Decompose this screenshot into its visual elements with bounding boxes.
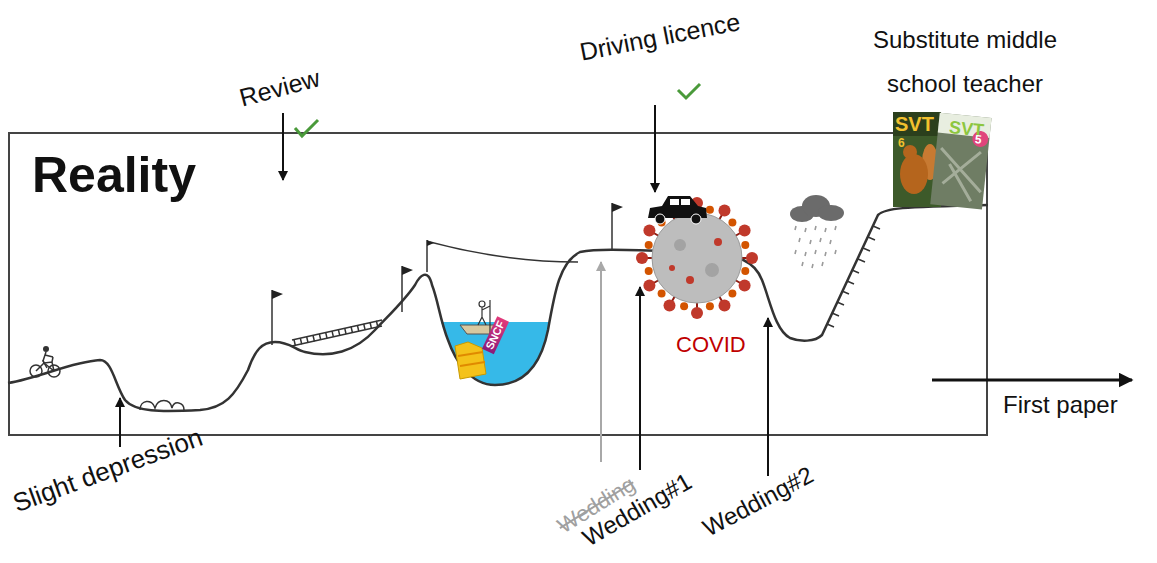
virus-texture xyxy=(669,265,675,271)
virus-tip xyxy=(658,289,666,297)
squirrel-head xyxy=(903,145,917,159)
virus-tips xyxy=(645,206,750,311)
virus-tip xyxy=(739,225,751,237)
virus-tip xyxy=(741,267,749,275)
virus-tips xyxy=(636,197,758,319)
virus-tip xyxy=(645,241,653,249)
bike-frame xyxy=(36,357,54,371)
virus-tip xyxy=(643,225,655,237)
annotation-label: Slight depression xyxy=(9,422,207,520)
car-body xyxy=(648,196,707,218)
virus-tip xyxy=(728,289,736,297)
bike-wheel xyxy=(30,365,42,377)
annotation-label: Driving licence xyxy=(577,6,742,66)
virus-tip xyxy=(691,197,703,209)
virus-tip xyxy=(680,206,688,214)
flag-pole xyxy=(272,203,612,345)
rider-body xyxy=(43,352,53,368)
rain xyxy=(795,226,836,268)
virus-tip xyxy=(746,252,758,264)
book-band xyxy=(893,112,941,136)
virus-tip xyxy=(664,204,676,216)
car-window xyxy=(670,199,679,205)
book-title: 5 xyxy=(974,132,982,147)
virus-tip xyxy=(680,302,688,310)
virus-tip xyxy=(643,280,655,292)
annotation-label: First paper xyxy=(1003,391,1118,420)
leader-arrow xyxy=(600,262,602,462)
virus-tip xyxy=(741,241,749,249)
virus-texture xyxy=(714,238,722,246)
bridge-hatch xyxy=(294,323,380,343)
virus-body xyxy=(652,213,742,303)
book-title: 6 xyxy=(898,136,905,150)
virus-texture xyxy=(705,263,719,277)
person-head xyxy=(479,301,485,307)
virus-texture xyxy=(674,239,686,251)
virus-tip xyxy=(728,219,736,227)
car-wheel xyxy=(655,214,665,224)
car-wheel xyxy=(691,214,701,224)
book-cover xyxy=(893,112,941,207)
virus-tip xyxy=(658,219,666,227)
virus-tip xyxy=(706,206,714,214)
terrain-line xyxy=(8,205,988,411)
person-body xyxy=(478,300,490,334)
bike-wheel xyxy=(48,365,60,377)
car-window xyxy=(681,199,690,205)
squirrel-body xyxy=(900,154,928,194)
jacket-stripe xyxy=(458,352,485,366)
virus-tip xyxy=(664,300,676,312)
annotation-label: Review xyxy=(236,62,323,112)
annotation-label: Wedding#2 xyxy=(698,460,818,542)
virus-tip xyxy=(719,204,731,216)
leader-arrow xyxy=(282,113,284,180)
leader-arrow xyxy=(119,398,121,447)
check-mark xyxy=(678,84,700,98)
virus-tip xyxy=(636,252,648,264)
frame-box: Reality xyxy=(8,132,988,436)
leader-arrow xyxy=(639,287,641,470)
book-cover xyxy=(930,113,991,210)
book-title: SVT xyxy=(895,112,934,136)
annotation-label: COVID xyxy=(676,332,746,358)
virus-texture xyxy=(686,276,694,284)
cloud xyxy=(790,206,814,222)
virus-tip xyxy=(691,307,703,319)
cloud xyxy=(818,205,844,221)
ladder xyxy=(827,226,880,327)
annotation-label: Substitute middle school teacher xyxy=(865,18,1065,106)
leader-arrow xyxy=(654,105,656,192)
squirrel-tail xyxy=(922,144,938,180)
virus-tip xyxy=(739,280,751,292)
cable xyxy=(430,242,578,262)
rider-head xyxy=(43,346,49,352)
virus-tip xyxy=(719,300,731,312)
bridge xyxy=(292,320,382,346)
book-texture xyxy=(936,148,985,202)
cloud xyxy=(802,195,830,217)
rocks xyxy=(140,401,184,411)
logo-text: SNCF xyxy=(482,317,509,355)
leader-arrow xyxy=(767,318,769,476)
frame-title: Reality xyxy=(32,148,196,203)
virus-spike xyxy=(642,203,752,313)
virus-tip xyxy=(706,302,714,310)
timeline-arrow xyxy=(932,379,1132,382)
flag xyxy=(272,203,623,299)
virus-tip xyxy=(645,267,653,275)
book-cover xyxy=(930,113,991,210)
